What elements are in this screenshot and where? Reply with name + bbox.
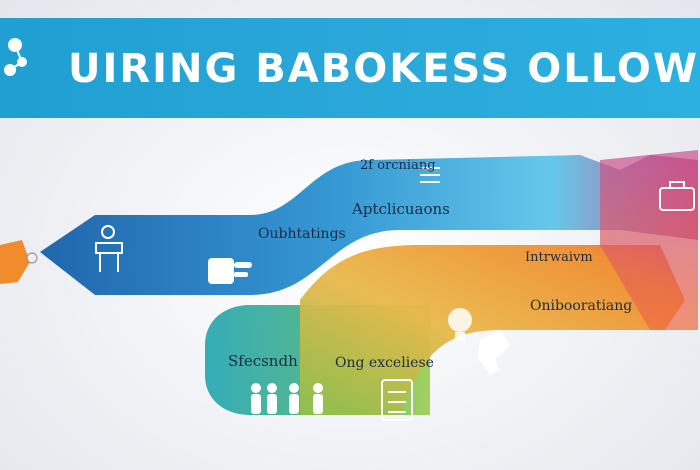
- molecule-icon: [4, 38, 27, 76]
- label-ong-excellence: Ong exceliese: [335, 355, 434, 371]
- phone-icon: [478, 330, 510, 375]
- checklist-icon: [381, 379, 413, 421]
- label-sfecand: Sfecsndh: [228, 352, 298, 370]
- label-outhtatings: Oubhtatings: [258, 226, 346, 242]
- people-group-icon: [251, 383, 323, 414]
- label-onboarding: Onibooratiang: [530, 298, 633, 314]
- lab-flask-icon: [0, 240, 38, 284]
- desk-person-icon: [95, 225, 123, 272]
- flow-band-top: [40, 155, 698, 295]
- label-top-small: 2f orcniang: [360, 158, 436, 173]
- briefcase-icon: [659, 181, 695, 211]
- banner-title: UIRING BABOKESS OLLOWIGR: [68, 46, 698, 92]
- hand-gesture-icon: [208, 258, 252, 284]
- label-intrwaivm: Intrwaivm: [525, 250, 593, 265]
- lightbulb-icon: [448, 308, 472, 340]
- flow-band-middle: [300, 245, 685, 415]
- clipboard-icon: [420, 167, 440, 183]
- flow-band-right-cap: [600, 150, 698, 330]
- header-banner: [0, 18, 700, 118]
- label-applications: Aptclicuaons: [352, 200, 450, 218]
